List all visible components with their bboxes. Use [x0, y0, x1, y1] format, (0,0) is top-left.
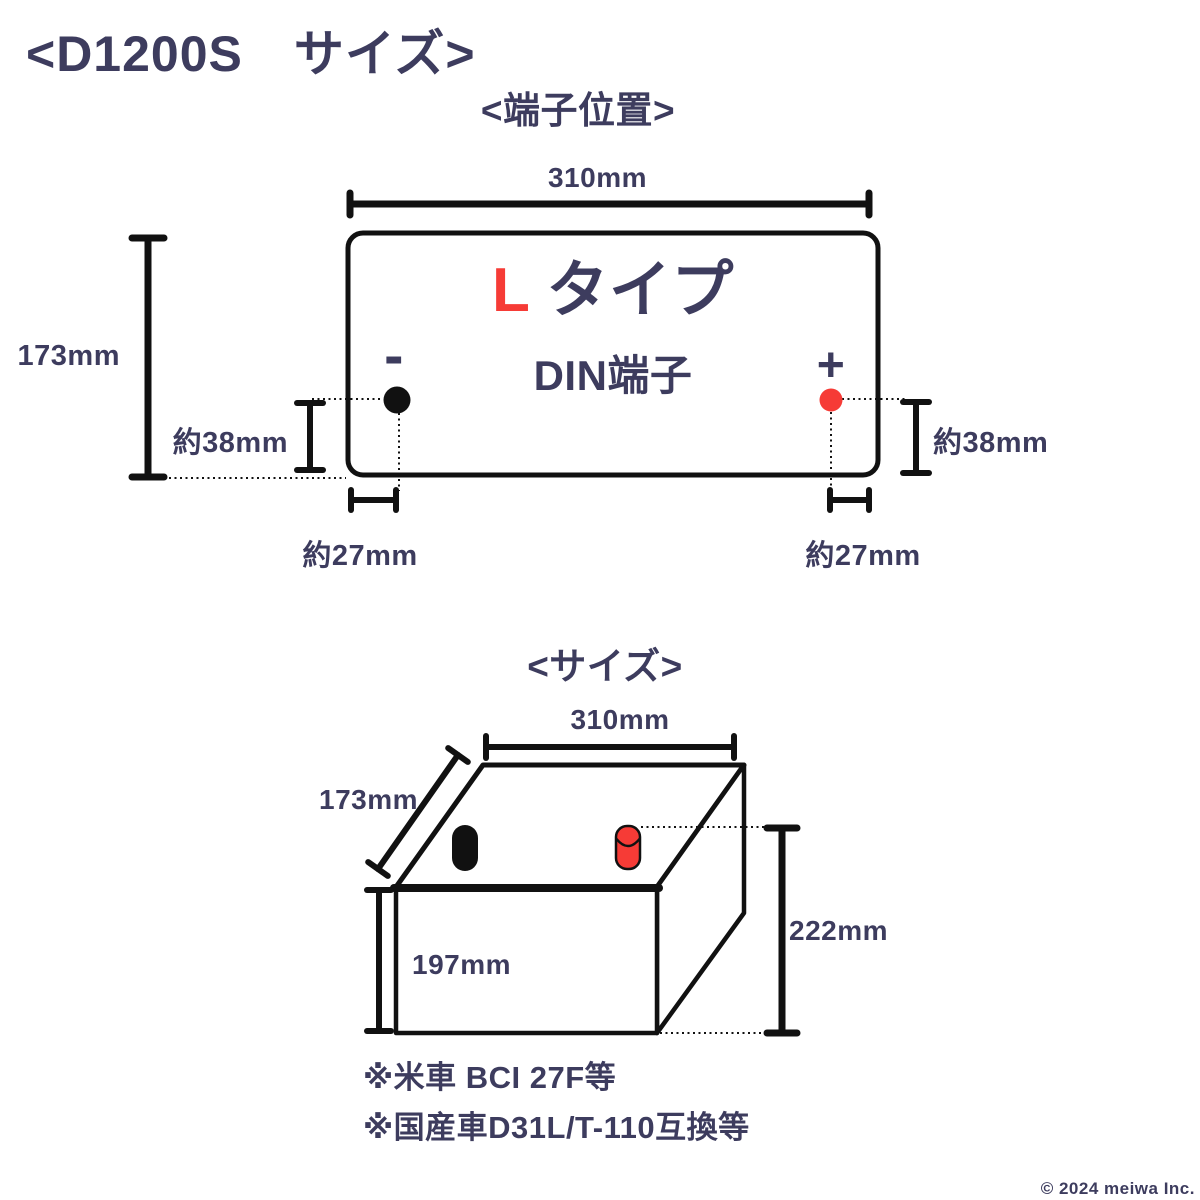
- dim-line-box-width-310mm: [483, 733, 737, 761]
- terminal-diagram-height-label: 173mm: [17, 340, 120, 372]
- size-diagram-depth-label: 173mm: [319, 784, 419, 815]
- terminal-height-right-label: 約38mm: [933, 427, 1049, 459]
- battery-type-word: タイプ: [546, 256, 734, 325]
- size-diagram-width-label: 310mm: [570, 704, 670, 735]
- compatibility-note-us: ※米車 BCI 27F等: [363, 1060, 617, 1095]
- terminal-height-left-label: 約38mm: [172, 427, 288, 459]
- size-diagram-total-height-label: 222mm: [789, 915, 889, 946]
- dim-line-terminal-27mm-right: [827, 487, 872, 513]
- box-extension-dotted-lines: [641, 826, 796, 1034]
- minus-terminal-dot: [383, 386, 411, 414]
- box-front-face: [393, 885, 660, 1036]
- battery-type-letter: L: [492, 256, 531, 325]
- plus-terminal-post: [614, 824, 642, 871]
- compatibility-note-jp: ※国産車D31L/T-110互換等: [363, 1110, 750, 1145]
- minus-sign: -: [384, 323, 404, 388]
- page-title: <D1200S サイズ>: [26, 26, 476, 82]
- dim-line-terminal-27mm-left: [348, 487, 399, 513]
- size-diagram-case-height-label: 197mm: [412, 949, 512, 980]
- plus-terminal-dot: [819, 388, 843, 412]
- dim-line-terminal-38mm-right: [900, 399, 932, 476]
- minus-terminal-post: [452, 825, 478, 871]
- terminal-diagram-width-label: 310mm: [547, 162, 647, 193]
- dim-line-width-310mm: [346, 189, 873, 219]
- dim-line-terminal-38mm-left: [294, 400, 326, 473]
- terminal-inset-left-label: 約27mm: [302, 540, 418, 572]
- size-diagram-heading: <サイズ>: [527, 646, 683, 687]
- battery-top-outline: [345, 230, 881, 478]
- terminal-inset-right-label: 約27mm: [805, 540, 921, 572]
- dim-line-box-depth-173mm: [365, 745, 471, 879]
- dim-line-case-height-197mm: [364, 887, 394, 1034]
- extension-dotted-lines: [158, 398, 906, 491]
- copyright-text: © 2024 meiwa Inc.: [1040, 1179, 1195, 1198]
- plus-sign: +: [816, 339, 846, 392]
- terminal-diagram-heading: <端子位置>: [480, 90, 676, 131]
- terminal-type-label: DIN端子: [533, 352, 693, 399]
